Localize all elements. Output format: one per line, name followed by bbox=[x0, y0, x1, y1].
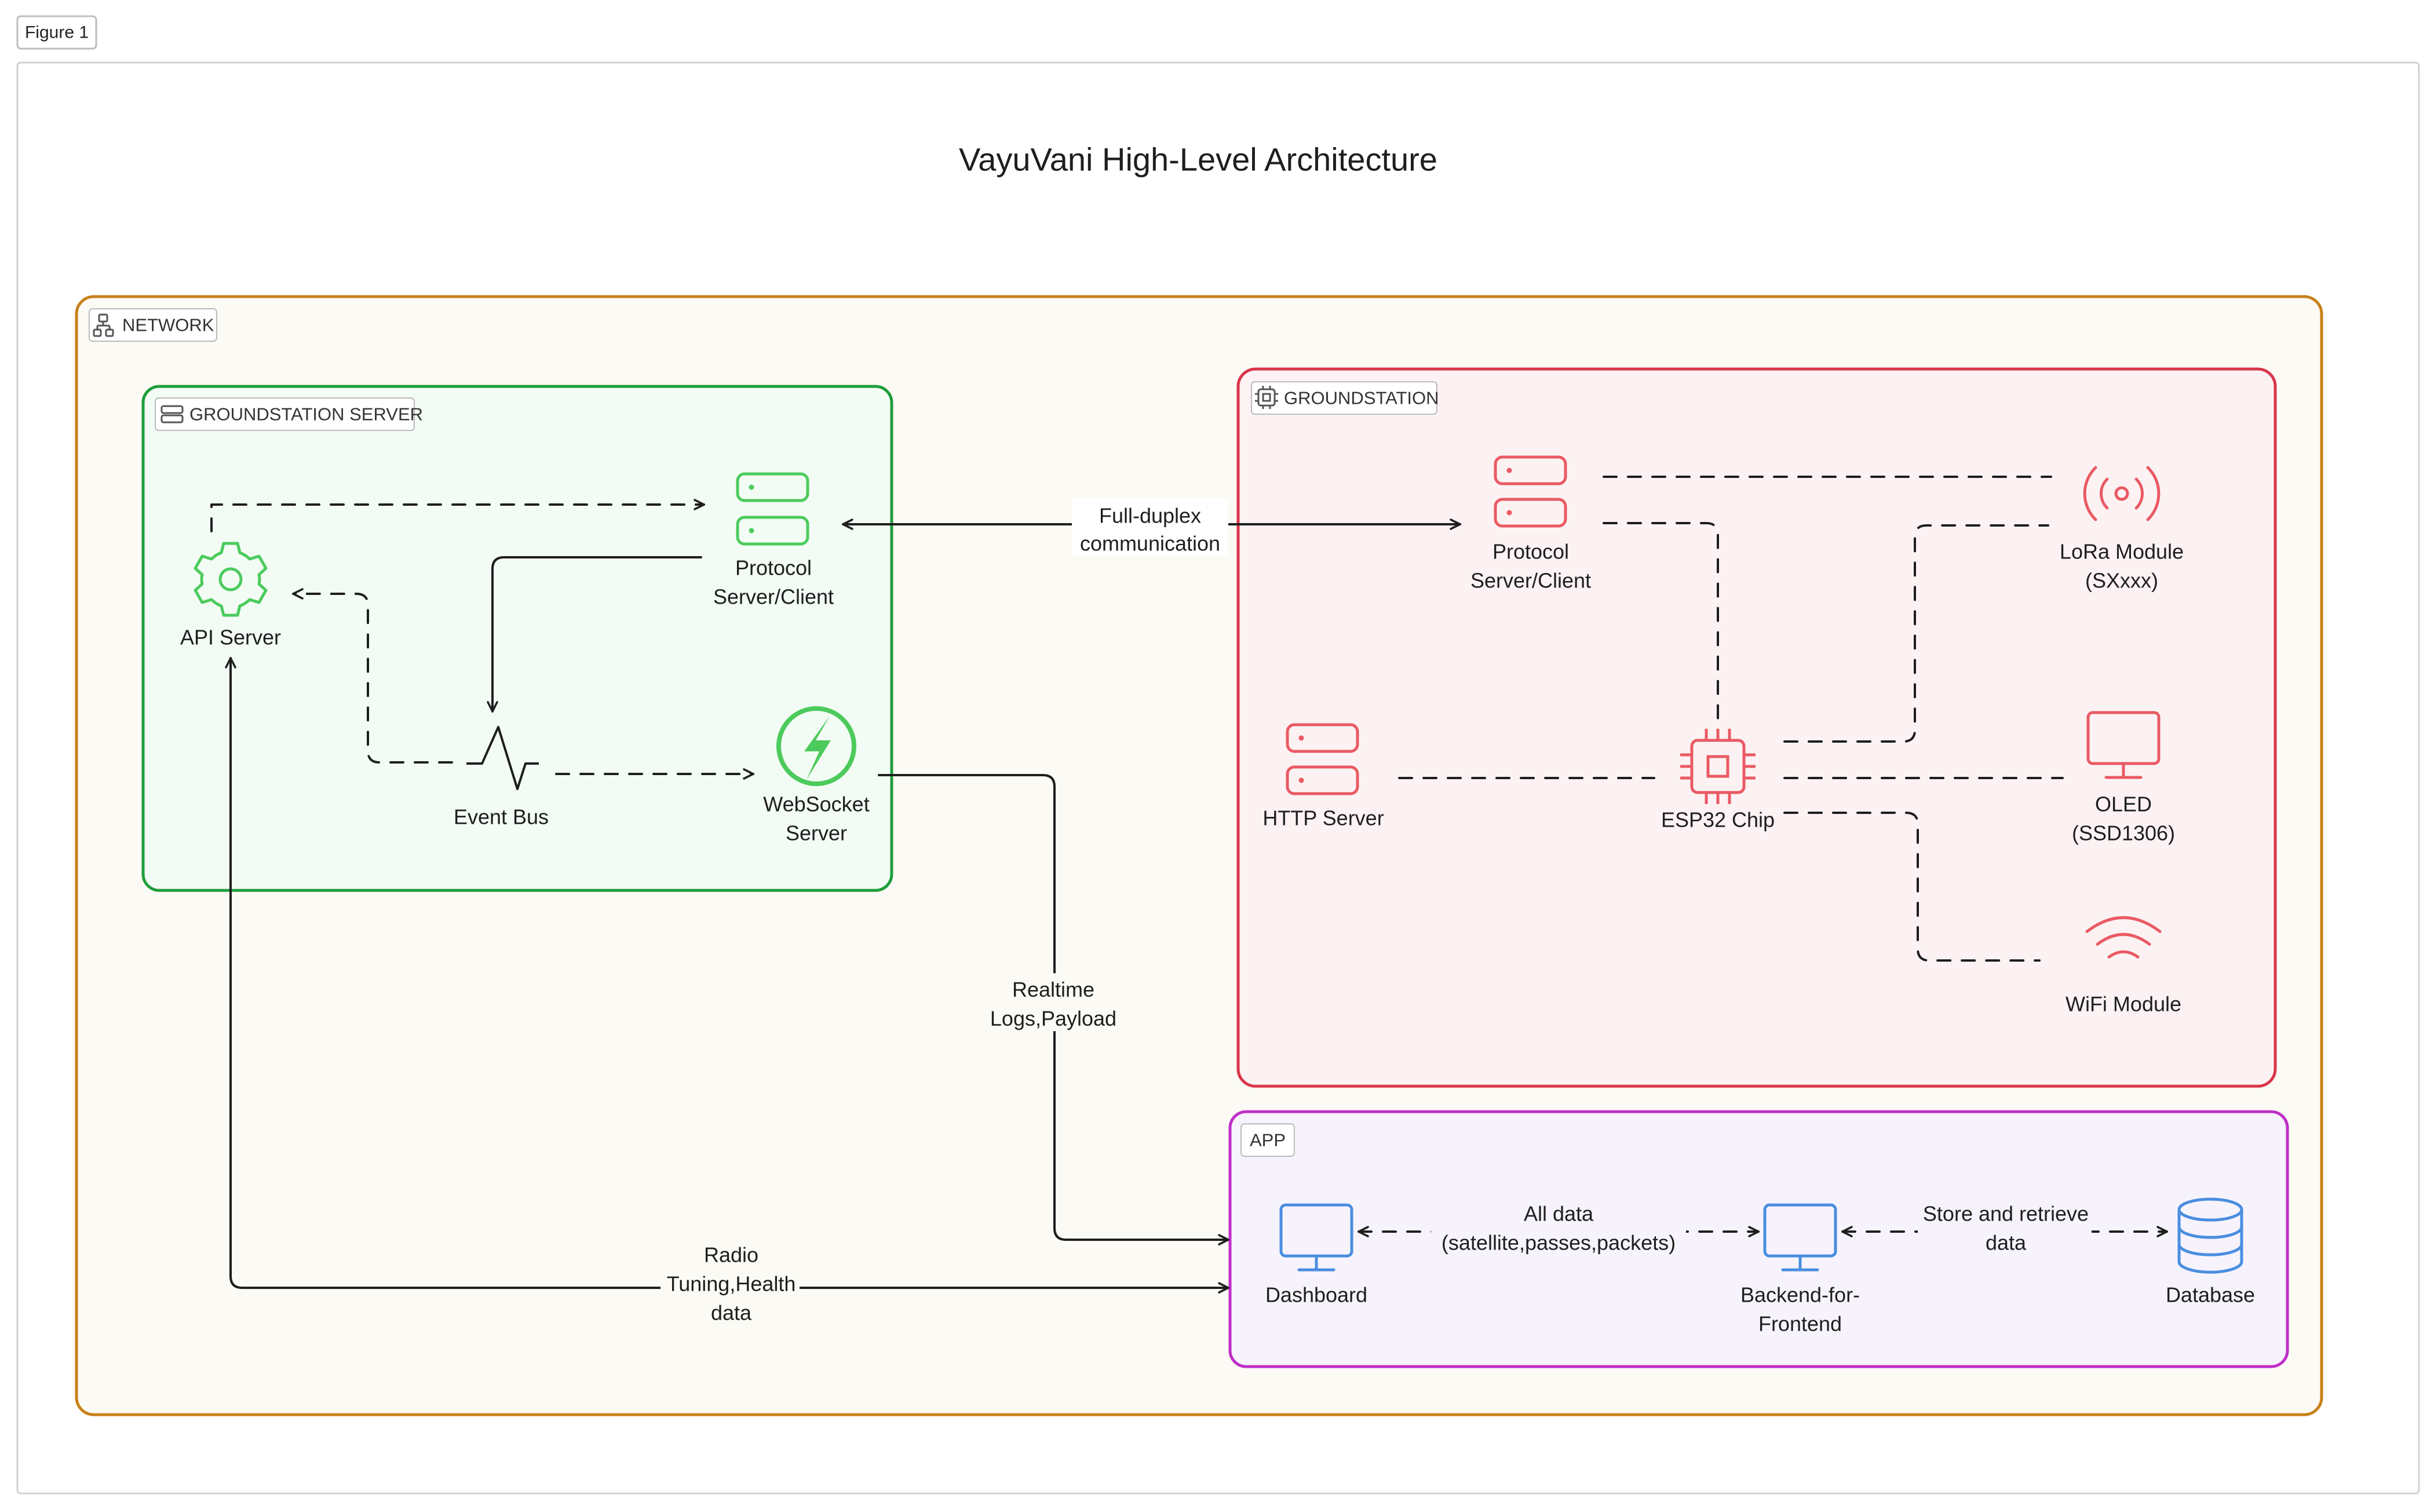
wifi-label: WiFi Module bbox=[2066, 992, 2181, 1016]
oled-node[interactable]: OLED (SSD1306) bbox=[2072, 711, 2175, 845]
bff-label-2: Frontend bbox=[1758, 1312, 1842, 1336]
api-server-label: API Server bbox=[180, 626, 281, 649]
bff-node[interactable]: Backend-for- Frontend bbox=[1740, 1203, 1860, 1336]
app-container: APP bbox=[1228, 1110, 2289, 1368]
figure-tab[interactable]: Figure 1 bbox=[16, 15, 97, 50]
esp32-node[interactable]: ESP32 Chip bbox=[1661, 729, 1775, 832]
svg-text:Logs,Payload: Logs,Payload bbox=[990, 1007, 1116, 1031]
monitor-icon bbox=[1279, 1203, 1353, 1272]
event-bus-label: Event Bus bbox=[454, 805, 549, 829]
lora-label-1: LoRa Module bbox=[2060, 540, 2184, 564]
gss-protocol-node[interactable]: Protocol Server/Client bbox=[713, 472, 834, 609]
svg-text:Full-duplex: Full-duplex bbox=[1099, 504, 1201, 528]
lora-label-2: (SXxxx) bbox=[2085, 569, 2158, 593]
gs-protocol-label-1: Protocol bbox=[1492, 540, 1569, 564]
pulse-icon bbox=[466, 726, 539, 790]
svg-text:(satellite,passes,packets): (satellite,passes,packets) bbox=[1442, 1231, 1676, 1255]
gss-protocol-label-1: Protocol bbox=[735, 556, 812, 580]
server-stack-icon bbox=[736, 472, 809, 546]
gs-protocol-node[interactable]: Protocol Server/Client bbox=[1470, 455, 1591, 593]
edge-gss-protocol-to-event-bus bbox=[487, 556, 702, 713]
dashboard-node[interactable]: Dashboard bbox=[1265, 1203, 1367, 1307]
edge-api-to-gss-protocol bbox=[210, 499, 705, 532]
edge-label-store: Store and retrieve data bbox=[1918, 1199, 2092, 1257]
wifi-icon bbox=[2085, 916, 2162, 959]
wifi-node[interactable]: WiFi Module bbox=[2066, 916, 2181, 1016]
database-label: Database bbox=[2166, 1283, 2255, 1307]
server-icon bbox=[160, 405, 184, 423]
radio-signal-icon bbox=[2083, 466, 2161, 521]
svg-text:communication: communication bbox=[1080, 532, 1220, 556]
http-server-node[interactable]: HTTP Server bbox=[1262, 723, 1384, 830]
dashboard-label: Dashboard bbox=[1265, 1283, 1367, 1307]
edge-api-to-dashboard bbox=[225, 657, 1229, 1294]
monitor-icon bbox=[1763, 1203, 1837, 1272]
network-icon bbox=[93, 313, 114, 337]
oled-label-1: OLED bbox=[2095, 792, 2152, 816]
app-label: APP bbox=[1250, 1130, 1286, 1151]
edge-gs-protocol-to-esp32 bbox=[1603, 522, 1719, 720]
svg-text:data: data bbox=[711, 1301, 752, 1325]
figure-tab-label: Figure 1 bbox=[25, 23, 89, 42]
svg-text:Store and retrieve: Store and retrieve bbox=[1923, 1202, 2089, 1226]
cpu-chip-icon bbox=[1680, 729, 1756, 804]
websocket-node[interactable]: WebSocket Server bbox=[763, 706, 870, 845]
edge-esp32-to-lora bbox=[1783, 524, 2049, 743]
svg-text:Realtime: Realtime bbox=[1012, 978, 1094, 1002]
edge-label-full-duplex: Full-duplex communication bbox=[1072, 498, 1228, 556]
edge-label-realtime: Realtime Logs,Payload bbox=[979, 973, 1130, 1031]
chip-icon bbox=[1255, 386, 1278, 409]
oled-label-2: (SSD1306) bbox=[2072, 821, 2175, 845]
websocket-label-1: WebSocket bbox=[763, 792, 869, 816]
svg-text:All data: All data bbox=[1524, 1202, 1594, 1226]
connectors bbox=[210, 476, 2168, 1294]
diagram-title: VayuVani High-Level Architecture bbox=[959, 141, 1437, 178]
bff-label-1: Backend-for- bbox=[1740, 1283, 1860, 1307]
http-server-label: HTTP Server bbox=[1262, 806, 1384, 830]
esp32-label: ESP32 Chip bbox=[1661, 808, 1775, 832]
groundstation-container: GROUNDSTATION bbox=[1236, 367, 2277, 1088]
monitor-icon bbox=[2086, 711, 2161, 779]
edge-label-radio: Radio Tuning,Health data bbox=[660, 1240, 800, 1327]
database-node[interactable]: Database bbox=[2166, 1197, 2255, 1307]
lightning-bolt-icon bbox=[776, 706, 856, 786]
edge-label-all-data: All data (satellite,passes,packets) bbox=[1431, 1199, 1686, 1257]
edge-esp32-to-wifi bbox=[1783, 812, 2041, 962]
network-label: NETWORK bbox=[122, 315, 214, 335]
websocket-label-2: Server bbox=[786, 821, 847, 845]
svg-text:Radio: Radio bbox=[704, 1243, 758, 1267]
svg-text:Tuning,Health: Tuning,Health bbox=[667, 1272, 796, 1296]
database-icon bbox=[2177, 1197, 2243, 1274]
server-stack-icon bbox=[1494, 455, 1567, 528]
svg-text:data: data bbox=[1986, 1231, 2027, 1255]
gear-icon bbox=[194, 542, 268, 617]
groundstation-server-label: GROUNDSTATION SERVER bbox=[189, 404, 423, 425]
lora-node[interactable]: LoRa Module (SXxxx) bbox=[2060, 466, 2184, 593]
server-stack-icon bbox=[1286, 723, 1359, 795]
gs-protocol-label-2: Server/Client bbox=[1470, 569, 1591, 593]
groundstation-label: GROUNDSTATION bbox=[1284, 388, 1439, 408]
event-bus-node[interactable]: Event Bus bbox=[454, 726, 549, 829]
api-server-node[interactable]: API Server bbox=[180, 542, 281, 649]
gss-protocol-label-2: Server/Client bbox=[713, 585, 834, 609]
